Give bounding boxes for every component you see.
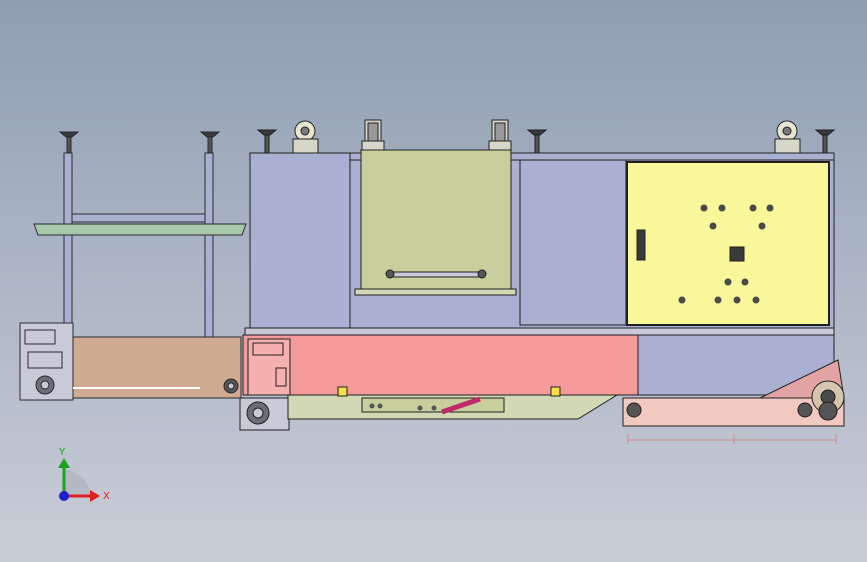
yellow-sensor <box>337 386 348 397</box>
drive-sprocket-icon <box>818 401 838 421</box>
cabinet-left-panel <box>249 152 351 329</box>
panel-center-block <box>729 246 745 262</box>
leveling-foot <box>199 131 221 154</box>
leveling-foot <box>256 129 278 154</box>
tray-fasteners <box>369 403 437 411</box>
outfeed-roller <box>626 402 642 418</box>
control-panel <box>626 161 830 326</box>
caster-wheel-icon <box>361 119 385 154</box>
main-cabinet <box>239 119 845 444</box>
panel-connector-icon <box>636 229 646 261</box>
yellow-sensor <box>550 386 561 397</box>
outfeed-roller <box>797 402 813 418</box>
cabinet-base-rail <box>244 327 835 336</box>
access-door <box>360 149 512 291</box>
leveling-foot <box>526 129 548 154</box>
door-sill <box>354 288 517 296</box>
z-axis-dot <box>59 491 69 501</box>
caster-wheel-icon <box>774 120 801 154</box>
caster-wheel-icon <box>488 119 512 154</box>
cabinet-mid-panel <box>519 159 627 326</box>
leveling-foot <box>814 129 836 154</box>
triad-plane-fan <box>64 470 90 496</box>
coordinate-triad: Y X <box>58 447 110 502</box>
x-axis-label: X <box>103 491 110 502</box>
panel-mounting-holes <box>678 204 774 304</box>
y-axis-label: Y <box>58 447 66 458</box>
base-drive-section <box>242 334 639 396</box>
frame-crossbar <box>71 213 206 223</box>
door-handle <box>385 269 487 279</box>
leveling-foot <box>58 131 80 154</box>
left-conveyor-frame <box>19 131 247 401</box>
guide-rail-plate <box>33 223 247 236</box>
drive-motor-box <box>247 338 291 396</box>
caster-wheel-icon <box>292 120 319 154</box>
indicator-rod <box>441 396 481 415</box>
